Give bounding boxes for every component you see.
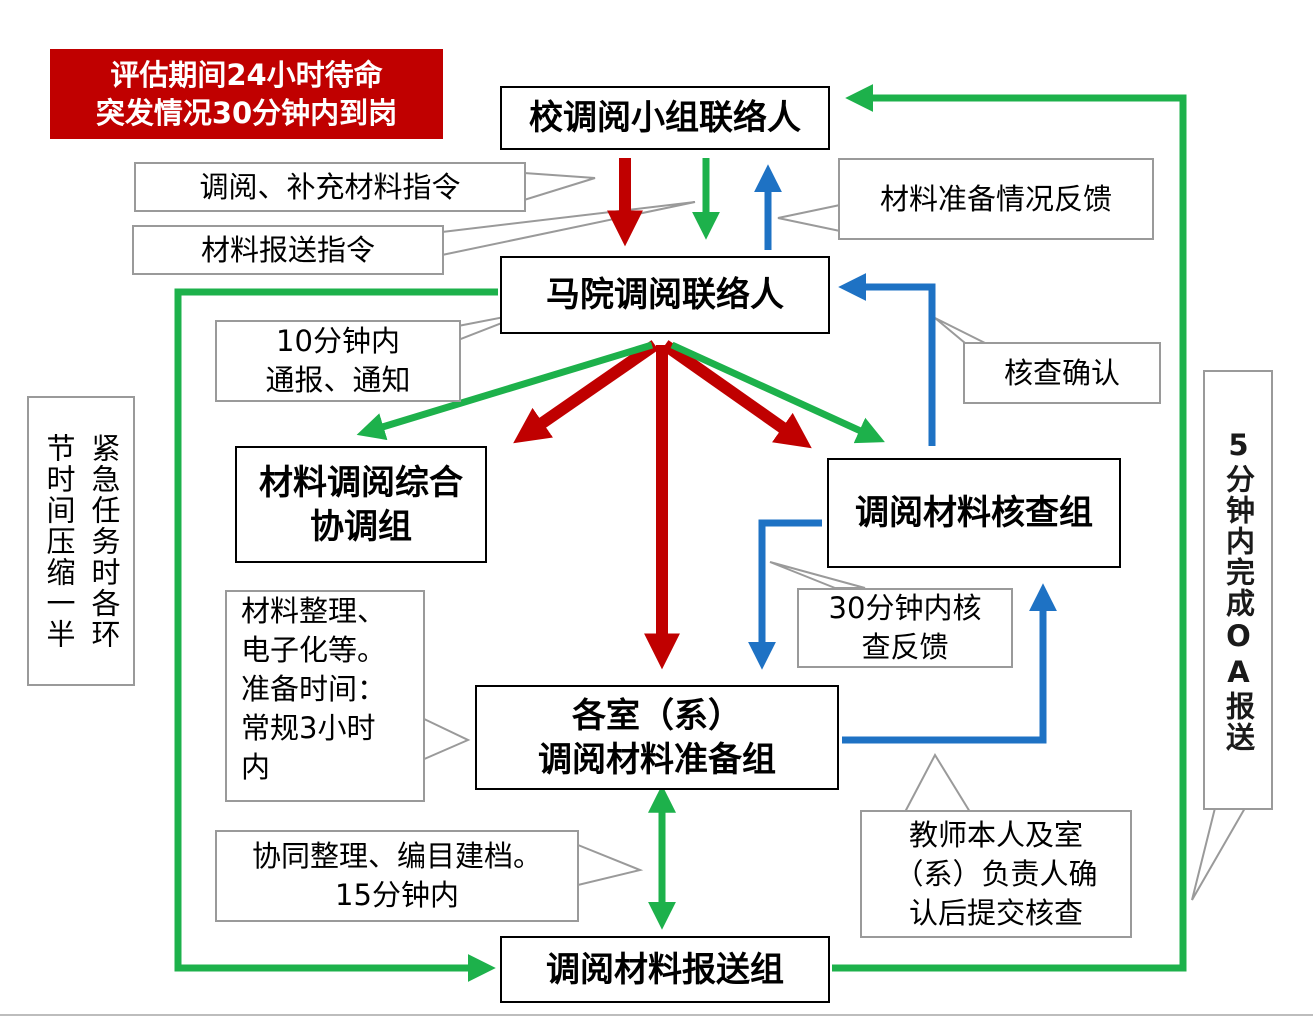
instruction-supplement-note: 调阅、补充材料指令 — [134, 162, 526, 212]
send-instruction-note: 材料报送指令 — [132, 225, 444, 275]
college-contact-node: 马院调阅联络人 — [500, 256, 830, 334]
callout-pointer — [777, 203, 841, 233]
standby-alert-line: 评估期间24小时待命 — [110, 58, 383, 92]
coordination-group-label: 材料调阅综合 — [259, 462, 463, 503]
college-contact-label: 马院调阅联络人 — [546, 275, 784, 315]
note-text: 常规3小时 — [241, 711, 376, 745]
check-feedback-note: 30分钟内核 查反馈 — [797, 588, 1013, 668]
preparation-group-label: 各室（系） — [572, 695, 742, 736]
callout-pointer — [934, 317, 986, 344]
oa-report-note: 5分钟内完成OA报送 — [1203, 370, 1273, 810]
check-group-node: 调阅材料核查组 — [827, 458, 1121, 568]
instruction-arrow — [513, 340, 659, 444]
note-text: 15分钟内 — [335, 878, 459, 912]
callout-pointer — [903, 752, 972, 813]
coordination-group-node: 材料调阅综合 协调组 — [235, 446, 487, 563]
note-text: 认后提交核查 — [908, 895, 1083, 930]
note-text: 电子化等。 — [241, 633, 387, 667]
submit-check-note: 教师本人及室 （系）负责人确 认后提交核查 — [860, 810, 1132, 938]
note-text: 10分钟内 — [276, 324, 400, 358]
note-text: 材料准备情况反馈 — [879, 181, 1112, 216]
verify-note: 核查确认 — [963, 342, 1161, 404]
note-text: 紧急任务时各环 — [87, 432, 121, 650]
school-contact-label: 校调阅小组联络人 — [529, 98, 801, 138]
callout-pointer — [523, 171, 596, 202]
note-text: 准备时间： — [241, 672, 387, 706]
notify-arrow — [356, 341, 654, 441]
note-text: 30分钟内核 — [828, 591, 982, 625]
note-text: （系）负责人确 — [894, 856, 1098, 891]
note-text: 材料整理、 — [241, 594, 387, 628]
check-feedback-arrow — [748, 519, 822, 670]
note-text: 调阅、补充材料指令 — [199, 169, 461, 204]
note-text: 教师本人及室 — [908, 817, 1083, 852]
notify-arrow — [174, 288, 498, 982]
submit-check-arrow — [842, 583, 1057, 744]
send-group-label: 调阅材料报送组 — [546, 949, 784, 990]
preparation-feedback-note: 材料准备情况反馈 — [838, 158, 1154, 240]
note-text: 通报、通知 — [265, 363, 411, 397]
standby-alert-line: 突发情况30分钟内到岗 — [95, 96, 398, 130]
check-group-label: 调阅材料核查组 — [855, 493, 1093, 533]
note-text: 核查确认 — [1003, 355, 1120, 390]
note-text: 材料报送指令 — [200, 232, 375, 267]
coordination-group-label: 协调组 — [310, 506, 412, 547]
note-text: 查反馈 — [861, 630, 949, 664]
note-text: 5分钟内完成OA报送 — [1221, 427, 1256, 753]
notify-arrow — [670, 341, 885, 444]
archive-note: 协同整理、编目建档。 15分钟内 — [215, 830, 579, 922]
page-divider — [0, 1014, 1313, 1016]
urgent-compress-note: 紧急任务时各环 节时间压缩一半 — [27, 396, 135, 686]
preparation-group-label: 调阅材料准备组 — [538, 739, 776, 780]
note-text: 协同整理、编目建档。 — [251, 839, 542, 873]
oa-report-arrow — [832, 84, 1187, 972]
school-contact-node: 校调阅小组联络人 — [500, 86, 830, 150]
preparation-group-node: 各室（系） 调阅材料准备组 — [475, 685, 839, 790]
notify-time-note: 10分钟内 通报、通知 — [215, 320, 461, 402]
preparation-time-note: 材料整理、 电子化等。 准备时间： 常规3小时 内 — [225, 590, 425, 802]
callout-pointer — [1191, 807, 1247, 901]
verify-arrow — [838, 273, 936, 446]
note-text: 节时间压缩一半 — [42, 432, 76, 650]
standby-alert: 评估期间24小时待命 突发情况30分钟内到岗 — [50, 49, 443, 139]
note-text: 内 — [241, 750, 271, 784]
callout-pointer — [421, 716, 471, 762]
send-group-node: 调阅材料报送组 — [500, 936, 830, 1003]
instruction-arrow — [661, 340, 812, 449]
callout-pointer — [577, 843, 644, 887]
